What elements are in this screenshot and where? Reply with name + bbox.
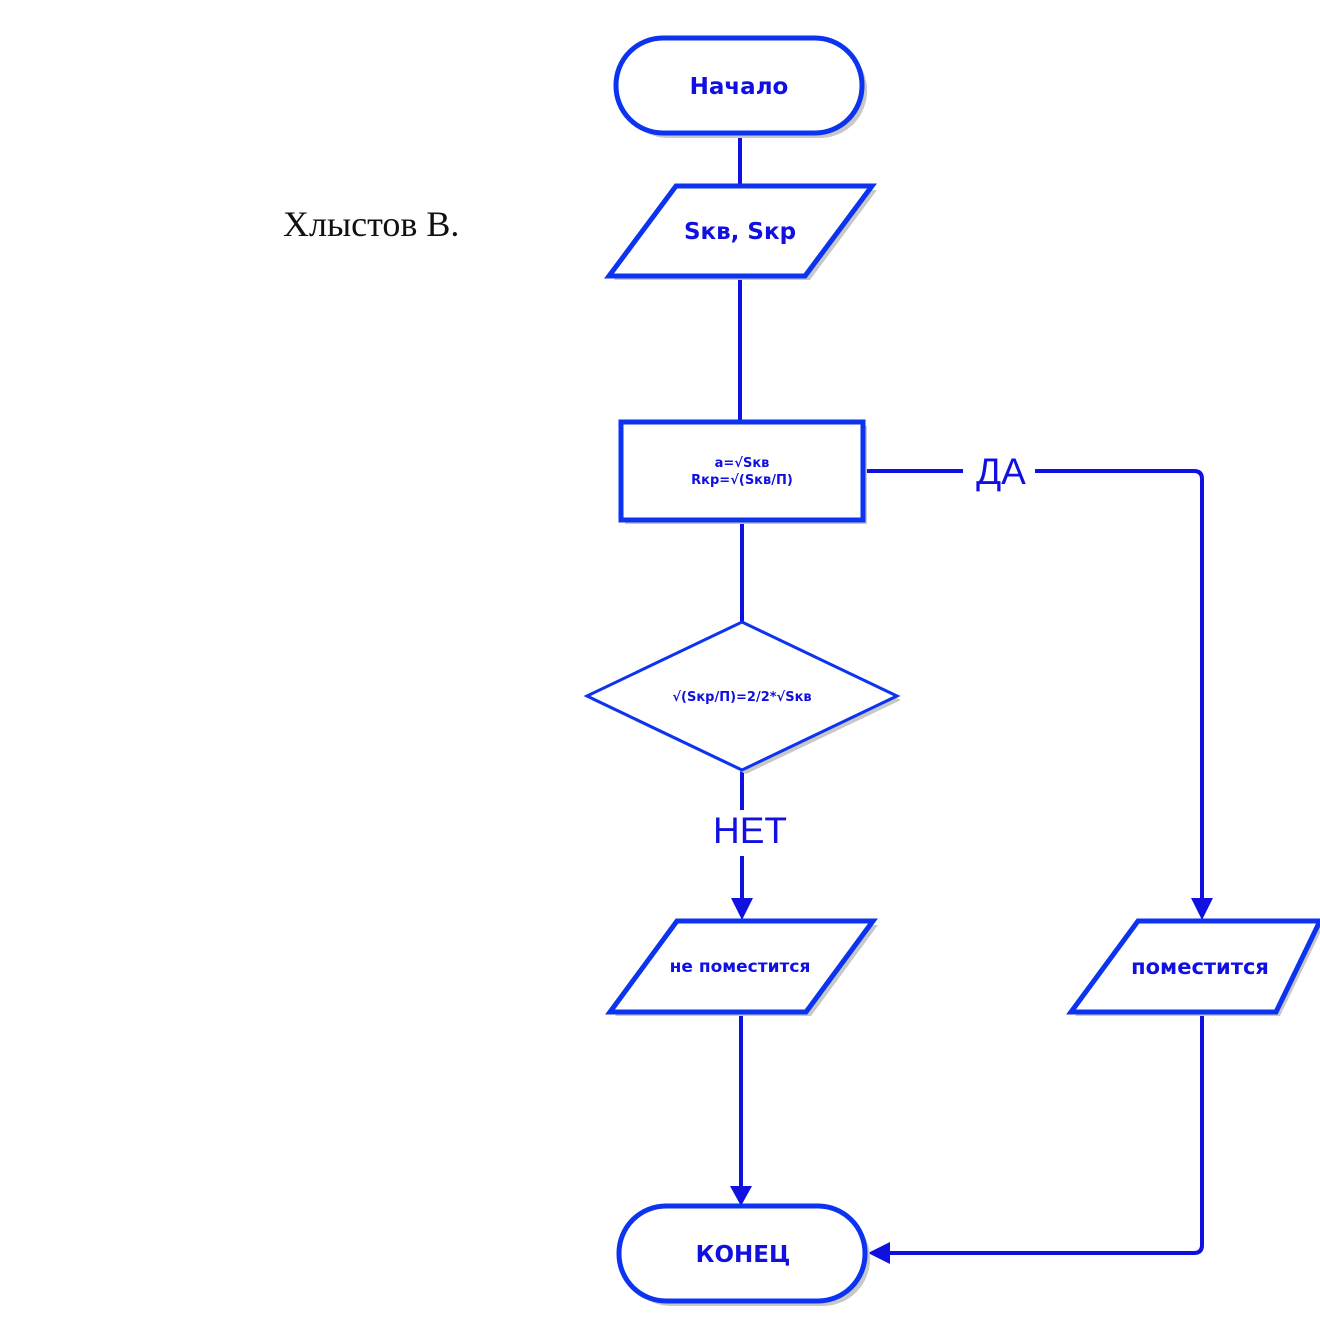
- output-no-node: не поместится: [605, 918, 878, 1016]
- output-yes-label: поместится: [1131, 955, 1269, 979]
- arrow-end-from-no: [730, 1186, 752, 1206]
- edge-yes-right: [1035, 469, 1204, 900]
- start-node-label: Начало: [690, 74, 789, 100]
- end-node-label: КОНЕЦ: [696, 1242, 791, 1268]
- start-node: Начало: [613, 35, 867, 138]
- decision-node: √(Sкр/П)=2/2*√Sкв: [583, 620, 901, 774]
- author-label: Хлыстов В.: [283, 204, 459, 244]
- output-yes-node: поместится: [1066, 918, 1320, 1016]
- input-node: Sкв, Sкр: [604, 183, 877, 280]
- edge-yesoutput-end: [888, 1012, 1204, 1255]
- end-node: КОНЕЦ: [616, 1203, 870, 1306]
- arrow-no-output: [731, 898, 753, 920]
- input-node-label: Sкв, Sкр: [684, 219, 796, 245]
- output-no-label: не поместится: [670, 957, 811, 977]
- process-line2: Rкр=√(Sкв/П): [691, 473, 793, 488]
- arrow-yes-output: [1191, 898, 1213, 920]
- arrow-end-from-yes: [868, 1242, 890, 1264]
- decision-label: √(Sкр/П)=2/2*√Sкв: [672, 690, 811, 705]
- no-label: НЕТ: [713, 810, 787, 851]
- process-node: a=√Sкв Rкр=√(Sкв/П): [618, 419, 867, 524]
- yes-label: ДА: [976, 451, 1026, 492]
- process-line1: a=√Sкв: [715, 456, 770, 471]
